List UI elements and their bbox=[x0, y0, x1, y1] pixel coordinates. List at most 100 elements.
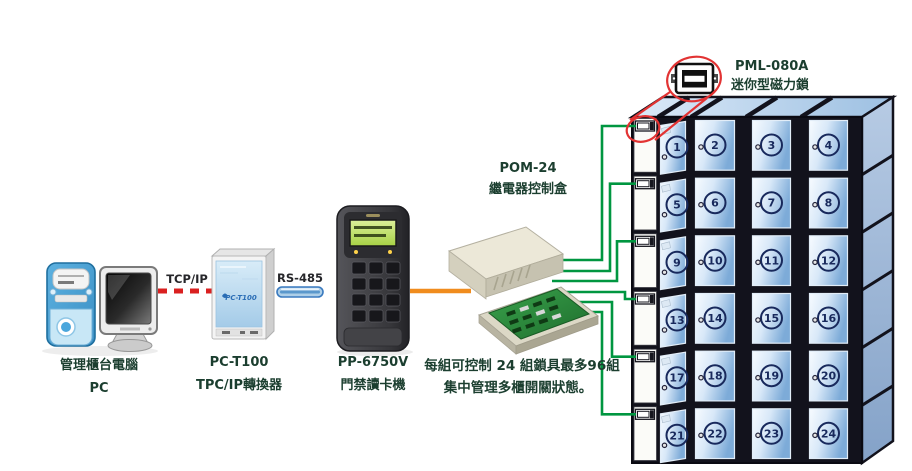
locker-door-2: 2 bbox=[694, 119, 736, 171]
door-keyhole-dot bbox=[755, 432, 761, 439]
door-number-circle bbox=[817, 306, 840, 330]
door-number-text: 23 bbox=[764, 427, 779, 440]
door-number-circle bbox=[703, 133, 727, 157]
door-number-text: 1 bbox=[673, 141, 681, 154]
door-number-text: 3 bbox=[768, 139, 776, 152]
door-number-circle bbox=[817, 133, 840, 157]
door-number-circle bbox=[760, 306, 783, 330]
locker-door-8: 8 bbox=[808, 177, 849, 229]
locker-door-9: 9 bbox=[659, 236, 689, 291]
maglock-unit-row6 bbox=[633, 406, 657, 461]
door-keyhole-dot bbox=[812, 201, 818, 208]
door-number-text: 10 bbox=[707, 254, 723, 267]
locker-door-15: 15 bbox=[751, 292, 792, 344]
locker-door-3: 3 bbox=[751, 119, 792, 171]
locker-door-24: 24 bbox=[808, 408, 849, 460]
door-keyhole-dot bbox=[755, 201, 761, 208]
pc-label-line2: PC bbox=[89, 381, 108, 396]
door-number-circle bbox=[760, 364, 783, 388]
pc-label-line1: 管理櫃台電腦 bbox=[60, 357, 138, 373]
door-number-circle bbox=[817, 191, 840, 215]
management-pc bbox=[42, 262, 158, 356]
door-number-text: 24 bbox=[821, 427, 837, 440]
card-reader-device bbox=[336, 205, 413, 356]
locker-door-14: 14 bbox=[694, 292, 736, 344]
door-number-text: 11 bbox=[764, 254, 779, 267]
door-number-circle bbox=[665, 366, 689, 390]
door-keyhole-dot bbox=[755, 144, 761, 150]
door-number-circle bbox=[760, 133, 783, 157]
locker-door-4: 4 bbox=[808, 119, 849, 171]
locker-door-19: 19 bbox=[751, 350, 792, 402]
maglock-unit-row2 bbox=[633, 175, 657, 231]
door-number-circle bbox=[665, 193, 689, 217]
rs485-connection bbox=[276, 286, 324, 298]
door-keyhole-dot bbox=[698, 317, 704, 323]
maglock-callout bbox=[625, 55, 722, 143]
door-keyhole-dot bbox=[661, 154, 668, 160]
locker-door-21: 21 bbox=[659, 409, 689, 464]
door-number-circle bbox=[817, 421, 840, 445]
door-number-text: 5 bbox=[673, 199, 681, 212]
door-number-text: 17 bbox=[669, 372, 684, 385]
locker-door-16: 16 bbox=[808, 292, 849, 344]
converter-label-line2: TPC/IP轉換器 bbox=[196, 377, 283, 393]
door-number-circle bbox=[703, 191, 727, 215]
pcb-components bbox=[506, 296, 562, 334]
door-number-text: 19 bbox=[764, 370, 779, 383]
relay-box bbox=[447, 226, 600, 355]
relay-note-line2: 集中管理多櫃開關狀態。 bbox=[443, 379, 593, 396]
door-keyhole-dot bbox=[755, 374, 761, 381]
door-number-text: 15 bbox=[764, 312, 779, 325]
converter-front-text: PC-T100 bbox=[225, 294, 257, 302]
callout-ellipse-large bbox=[666, 55, 722, 103]
maglock-unit-row5 bbox=[633, 348, 657, 404]
door-number-text: 13 bbox=[669, 314, 684, 327]
door-keyhole-dot bbox=[812, 144, 818, 150]
door-keyhole-dot bbox=[812, 374, 818, 381]
maglock-column bbox=[633, 118, 657, 461]
door-keyhole-dot bbox=[698, 259, 704, 266]
callout-ellipse-small bbox=[625, 115, 661, 143]
locker-door-20: 20 bbox=[808, 350, 849, 402]
locker-door-23: 23 bbox=[751, 408, 792, 460]
lock-wire-3 bbox=[552, 240, 636, 283]
reader-label-line1: PP-6750V bbox=[338, 355, 408, 370]
door-keyhole-dot bbox=[755, 259, 761, 266]
door-number-circle bbox=[703, 421, 727, 445]
door-number-circle bbox=[703, 364, 727, 388]
door-number-circle bbox=[665, 423, 689, 447]
locker-door-13: 13 bbox=[659, 293, 689, 348]
reader-label-line2: 門禁讀卡機 bbox=[340, 377, 405, 393]
door-keyhole-dot bbox=[698, 432, 704, 439]
locker-door-17: 17 bbox=[659, 351, 689, 406]
lock-wire-4 bbox=[552, 290, 636, 301]
pc-tower bbox=[46, 262, 96, 347]
door-number-text: 4 bbox=[825, 139, 833, 152]
door-keyhole-dot bbox=[661, 269, 668, 276]
relay-note-line1: 每組可控制 24 組鎖具最多96組 bbox=[424, 357, 620, 374]
door-keyhole-dot bbox=[661, 211, 668, 218]
maglock-label-line1: PML-080A bbox=[735, 59, 808, 74]
maglock-icon bbox=[671, 62, 718, 95]
door-number-text: 8 bbox=[825, 197, 833, 210]
door-number-circle bbox=[665, 250, 689, 274]
door-number-text: 7 bbox=[768, 197, 776, 210]
door-number-text: 14 bbox=[707, 312, 723, 325]
door-number-text: 6 bbox=[711, 197, 719, 210]
door-number-text: 21 bbox=[669, 429, 684, 442]
converter-label-line1: PC-T100 bbox=[210, 355, 269, 370]
door-keyhole-dot bbox=[661, 327, 668, 333]
reader-keypad bbox=[351, 261, 401, 323]
locker-door-10: 10 bbox=[694, 235, 736, 287]
door-number-circle bbox=[665, 135, 689, 159]
door-keyhole-dot bbox=[698, 374, 704, 381]
maglock-unit-row4 bbox=[633, 291, 657, 346]
door-number-circle bbox=[817, 364, 840, 388]
door-keyhole-dot bbox=[698, 201, 704, 208]
pc-monitor bbox=[99, 266, 158, 352]
cabinet-front-frame bbox=[631, 116, 863, 464]
